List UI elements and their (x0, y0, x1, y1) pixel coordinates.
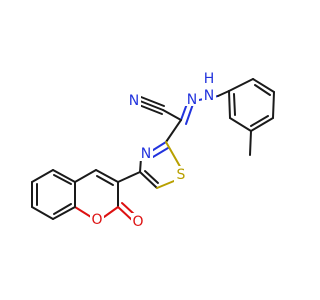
tolyl-ring-bond (250, 117, 274, 132)
tolyl-ring-bond (229, 117, 252, 132)
thiazole-bond (139, 171, 158, 189)
thiazole-bond (156, 180, 175, 189)
thiazole-bond (165, 119, 182, 143)
benzo-bond (52, 206, 76, 220)
thiazole-double-bond (144, 170, 159, 184)
hydrazone-n2-label: N (204, 88, 214, 104)
benzo-bond (52, 169, 76, 183)
pyranone-bond (74, 169, 97, 183)
nitrile-bond (140, 96, 165, 107)
nitrile-n-label: N (129, 93, 139, 109)
carbonyl-o-label: O (132, 214, 143, 230)
tolyl-ring-bond (272, 91, 275, 119)
benzo-bond (31, 169, 54, 183)
benzo-bond (31, 206, 54, 220)
thiazole-coumarin-bond (117, 171, 141, 183)
nitrile-bond (139, 100, 164, 111)
methyl-bond (249, 130, 252, 156)
atom-labels: N N H N N S O O (90, 70, 216, 230)
carbonyl-double-bond (117, 206, 133, 221)
thiazole-double-bond (152, 147, 169, 158)
benzo-inner-bond (53, 174, 72, 185)
tolyl-ring-bond (228, 90, 231, 119)
tolyl-ring-bond (228, 78, 254, 92)
pyranone-double-bond (96, 175, 114, 186)
thiazole-n-atom: N (139, 145, 153, 162)
molecule-structure-diagram: N N H N N S O O (31, 70, 275, 230)
hydrazone-nh-atom: H N (202, 70, 216, 104)
thiazole-s-atom: S (174, 166, 188, 183)
tolyl-ring-inner-bond (254, 84, 271, 96)
hydrazone-h-label: H (204, 71, 215, 87)
thiazole-bond (165, 141, 183, 171)
thiazole-n-label: N (141, 146, 151, 162)
thiazole-s-label: S (177, 167, 186, 183)
aryl-n-bond (217, 90, 230, 97)
pyranone-bond (74, 206, 92, 218)
bonds (31, 78, 275, 221)
nitrile-carbon-bond (162, 109, 182, 121)
pyranone-bond (95, 169, 119, 183)
ring-o-label: O (91, 212, 102, 228)
hydrazone-n1-label: N (187, 92, 197, 108)
benzo-inner-bond (53, 203, 72, 215)
tolyl-ring-inner-bond (250, 115, 269, 127)
nitrile-n-atom: N (127, 92, 141, 109)
ring-o-atom: O (90, 211, 104, 228)
tolyl-ring-bond (252, 78, 275, 93)
hydrazone-n1-atom: N (185, 90, 199, 108)
tolyl-ring-inner-bond (233, 93, 236, 116)
pyranone-bond (103, 206, 119, 218)
nitrile-bond (138, 104, 163, 115)
hydrazone-double-bond (185, 103, 194, 125)
carbonyl-o-atom: O (131, 213, 145, 230)
